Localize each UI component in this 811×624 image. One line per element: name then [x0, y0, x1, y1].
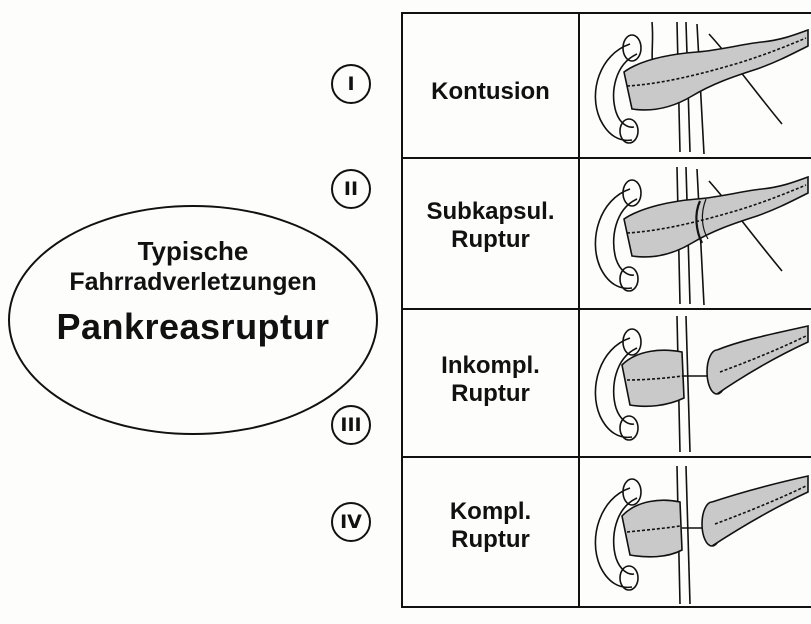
- grade-label-2-line-2: Ruptur: [403, 226, 578, 254]
- grade-label-1-line-1: Kontusion: [403, 78, 578, 106]
- grade-numeral-3: III: [331, 405, 371, 445]
- grade-numeral-1: I: [331, 64, 371, 104]
- pancreas-incomplete-rupture-illustration: [582, 310, 811, 456]
- grade-label-2: Subkapsul. Ruptur: [403, 198, 578, 254]
- grade-label-4-line-1: Kompl.: [403, 498, 578, 526]
- grade-label-4: Kompl. Ruptur: [403, 498, 578, 554]
- grade-numeral-2: II: [331, 169, 371, 209]
- pancreas-complete-rupture-illustration: [582, 458, 811, 608]
- pancreas-complete-drawing: [582, 458, 811, 608]
- pancreas-incomplete-drawing: [582, 310, 811, 456]
- grade-label-2-line-1: Subkapsul.: [403, 198, 578, 226]
- grade-label-3: Inkompl. Ruptur: [403, 352, 578, 408]
- grade-label-1: Kontusion: [403, 78, 578, 106]
- grade-label-4-line-2: Ruptur: [403, 526, 578, 554]
- grade-label-3-line-1: Inkompl.: [403, 352, 578, 380]
- table-column-divider: [578, 12, 580, 608]
- title-line-3: Pankreasruptur: [0, 306, 386, 348]
- grade-label-3-line-2: Ruptur: [403, 380, 578, 408]
- title-line-1: Typische: [0, 236, 386, 267]
- pancreas-subcapsular-rupture-illustration: [582, 159, 811, 308]
- pancreas-contusion-illustration: [582, 14, 811, 157]
- pancreas-contusion-drawing: [582, 14, 811, 157]
- title-line-2: Fahrradverletzungen: [0, 268, 386, 297]
- grade-numeral-4: IV: [331, 502, 371, 542]
- pancreas-subcapsular-drawing: [582, 159, 811, 308]
